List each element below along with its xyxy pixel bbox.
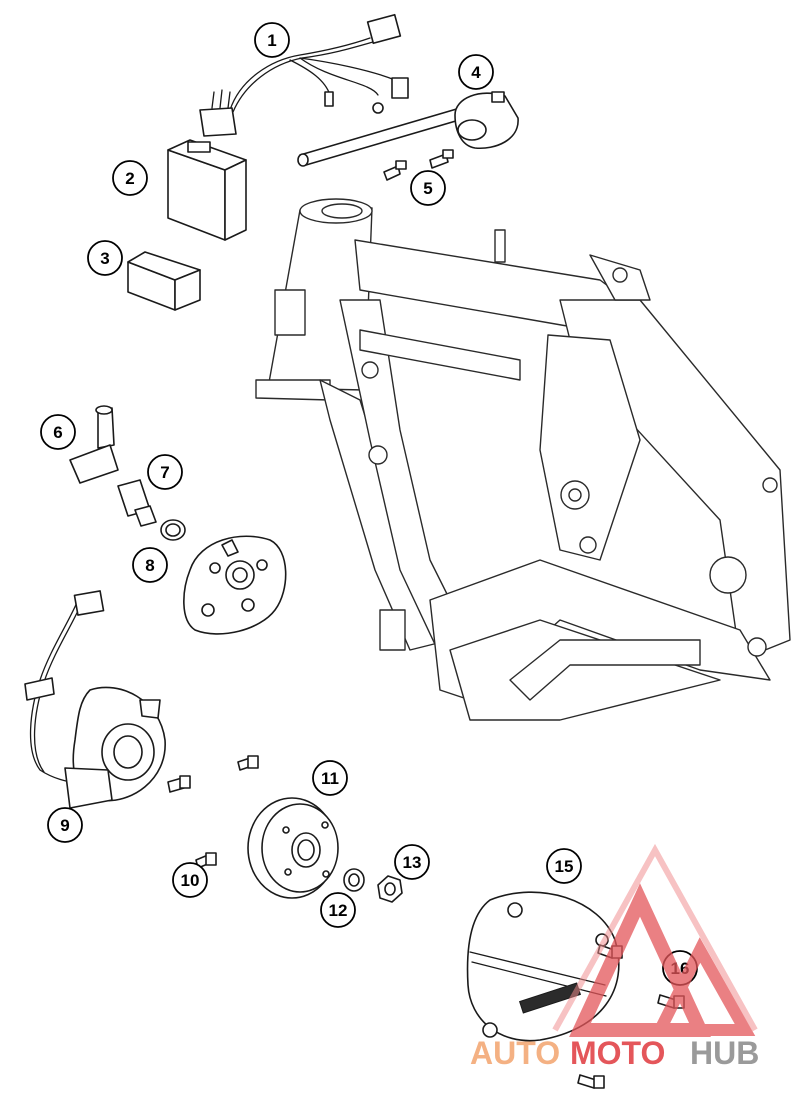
callout-12: 12: [320, 892, 356, 928]
top-screw: [237, 755, 259, 771]
callout-9-label: 9: [60, 816, 69, 835]
callout-13: 13: [394, 844, 430, 880]
watermark-text-moto: MOTO: [570, 1035, 665, 1071]
ignition-coil: [297, 91, 519, 167]
coil-screws: [383, 149, 454, 181]
callout-15: 15: [546, 848, 582, 884]
watermark-text-auto: AUTO: [470, 1035, 560, 1071]
callout-4-label: 4: [471, 63, 481, 82]
callout-6-label: 6: [53, 423, 62, 442]
callout-7: 7: [147, 454, 183, 490]
watermark-text-hub: HUB: [690, 1035, 759, 1071]
callout-6: 6: [40, 414, 76, 450]
callout-5-label: 5: [423, 179, 432, 198]
callout-9: 9: [47, 807, 83, 843]
callout-11-label: 11: [321, 769, 339, 788]
stator: [24, 590, 166, 809]
callout-1: 1: [254, 22, 290, 58]
spark-plug: [117, 479, 157, 527]
frame: [255, 198, 791, 721]
ignition-cover: [466, 891, 620, 1042]
callout-7-label: 7: [160, 463, 169, 482]
callout-5: 5: [410, 170, 446, 206]
callout-11: 11: [312, 760, 348, 796]
callout-8-label: 8: [145, 556, 154, 575]
flywheel-washer: [343, 868, 365, 892]
cdi-unit: [167, 139, 247, 241]
callout-10-label: 10: [181, 871, 200, 890]
callout-10: 10: [172, 862, 208, 898]
flywheel: [247, 797, 339, 899]
callout-2-label: 2: [125, 169, 134, 188]
watermark-logo: [552, 843, 758, 1037]
stator-screw: [167, 775, 191, 793]
callout-1-label: 1: [267, 31, 276, 50]
callout-4: 4: [458, 54, 494, 90]
callout-3: 3: [87, 240, 123, 276]
spark-plug-cap: [69, 405, 119, 484]
wiring-harness: [199, 13, 409, 137]
callout-12-label: 12: [329, 901, 348, 920]
callout-15-label: 15: [555, 857, 574, 876]
washer: [160, 519, 186, 541]
callout-13-label: 13: [403, 853, 422, 872]
cylinder-head: [183, 535, 287, 635]
callout-2: 2: [112, 160, 148, 196]
flywheel-nut: [377, 875, 403, 903]
callout-3-label: 3: [100, 249, 109, 268]
cdi-holder: [127, 251, 201, 311]
watermark-text: AUTO MOTO HUB: [470, 1035, 759, 1071]
callout-8: 8: [132, 547, 168, 583]
watermark-triangle: [569, 883, 711, 1037]
